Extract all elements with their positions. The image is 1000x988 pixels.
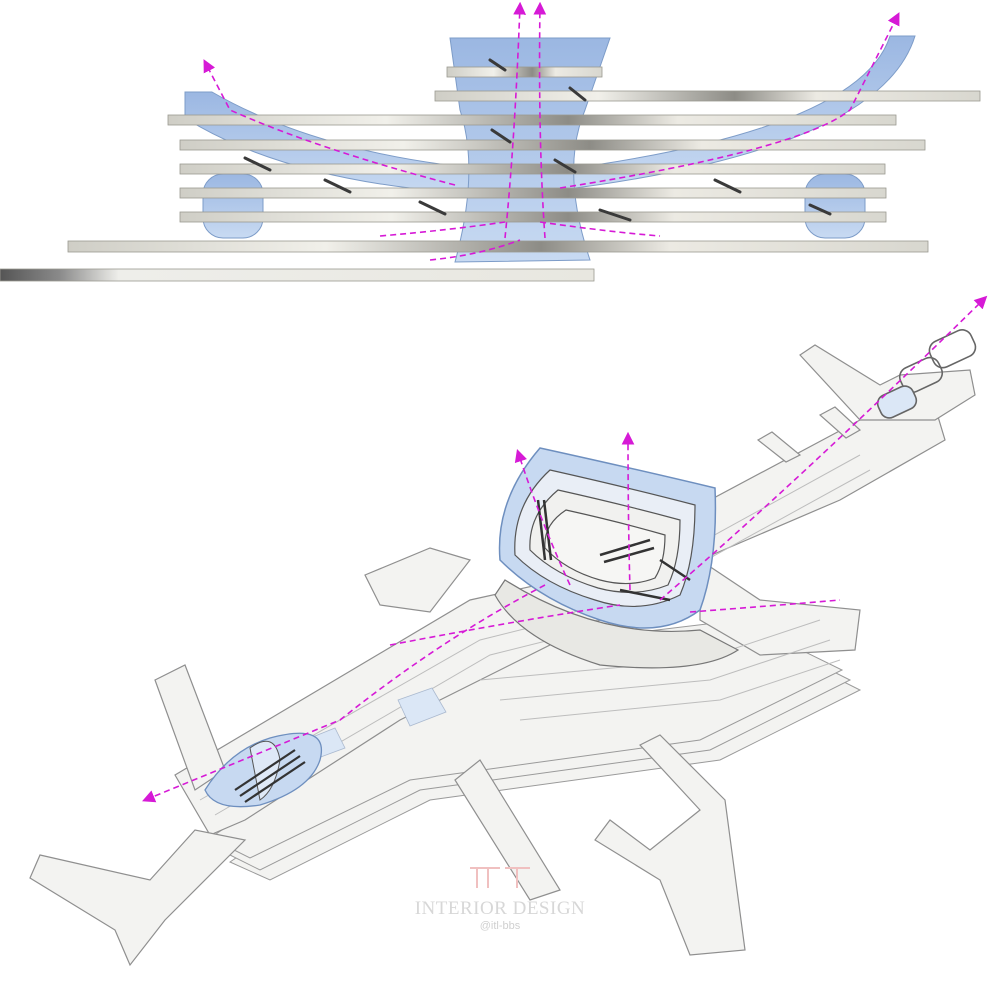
- atrium-base-ribbon: [494, 579, 740, 669]
- northeast-loops: [876, 329, 977, 419]
- escalator-icon: [323, 178, 352, 194]
- flow-arrow-icon: [533, 1, 547, 239]
- slab-level-8: [67, 240, 929, 253]
- ne-loop-2: [898, 356, 944, 394]
- flow-arrow-icon: [142, 584, 546, 803]
- escalator-icon: [243, 156, 272, 172]
- atrium-ring-3: [544, 509, 666, 585]
- flow-arrow-icon: [559, 12, 900, 189]
- ne-loop-3: [876, 385, 918, 419]
- west-upper-plate: [364, 547, 472, 613]
- escalator-icon: [713, 178, 742, 194]
- slab-level-7: [179, 211, 887, 223]
- escalator-icon: [598, 208, 632, 222]
- flow-arrow-icon: [389, 604, 621, 646]
- section-escalators: [243, 58, 832, 222]
- axonometric-view: [29, 295, 988, 967]
- section-flow-arrows: [203, 1, 900, 261]
- flow-arrow-icon: [514, 448, 571, 586]
- flow-arrow-icon: [429, 239, 521, 261]
- slab-level-4: [179, 139, 926, 151]
- southeast-arm: [594, 734, 746, 956]
- left-pod: [202, 173, 264, 239]
- southwest-arm: [29, 829, 247, 967]
- flow-arrow-icon: [621, 431, 635, 591]
- floor-slabs: [0, 66, 981, 282]
- escalator-icon: [418, 200, 447, 216]
- slab-level-1: [446, 66, 603, 78]
- escalator-icon: [659, 558, 691, 582]
- east-wing: [699, 558, 861, 656]
- flow-arrow-icon: [659, 295, 988, 601]
- watermark-logo-icon: [470, 867, 530, 888]
- watermark-handle: @itl-bbs: [479, 920, 521, 932]
- slab-level-6: [179, 187, 887, 199]
- flow-arrow-icon: [504, 1, 527, 239]
- south-arm: [454, 759, 561, 901]
- central-atrium: [494, 447, 740, 669]
- north-spur-2: [818, 406, 862, 439]
- escalator-icon: [568, 86, 587, 102]
- slab-level-5: [179, 163, 886, 175]
- flow-arrow-icon: [203, 59, 456, 186]
- northeast-branch: [799, 344, 976, 421]
- slab-level-9: [0, 268, 595, 282]
- escalator-icon: [244, 761, 306, 803]
- escalator-icon: [234, 749, 296, 791]
- concourse-plan: [29, 344, 976, 967]
- west-atrium: [204, 732, 322, 808]
- escalator-icon: [488, 58, 507, 72]
- slab-level-2: [434, 90, 981, 102]
- flow-arrow-icon: [689, 599, 841, 613]
- escalator-icon: [490, 128, 512, 144]
- escalator-icon: [599, 538, 651, 557]
- slab-level-3: [167, 114, 897, 126]
- watermark-brand: INTERIOR DESIGN: [414, 898, 586, 919]
- flow-arrow-icon: [539, 221, 661, 237]
- escalator-icon: [542, 499, 553, 561]
- axo-flow-arrows: [142, 295, 988, 803]
- escalator-icon: [808, 203, 832, 216]
- escalator-icon: [239, 755, 301, 797]
- west-escalators: [234, 749, 306, 803]
- flow-arrow-icon: [379, 221, 506, 237]
- north-spur-1: [756, 431, 802, 463]
- section-view: [0, 1, 981, 282]
- escalator-icon: [553, 158, 577, 174]
